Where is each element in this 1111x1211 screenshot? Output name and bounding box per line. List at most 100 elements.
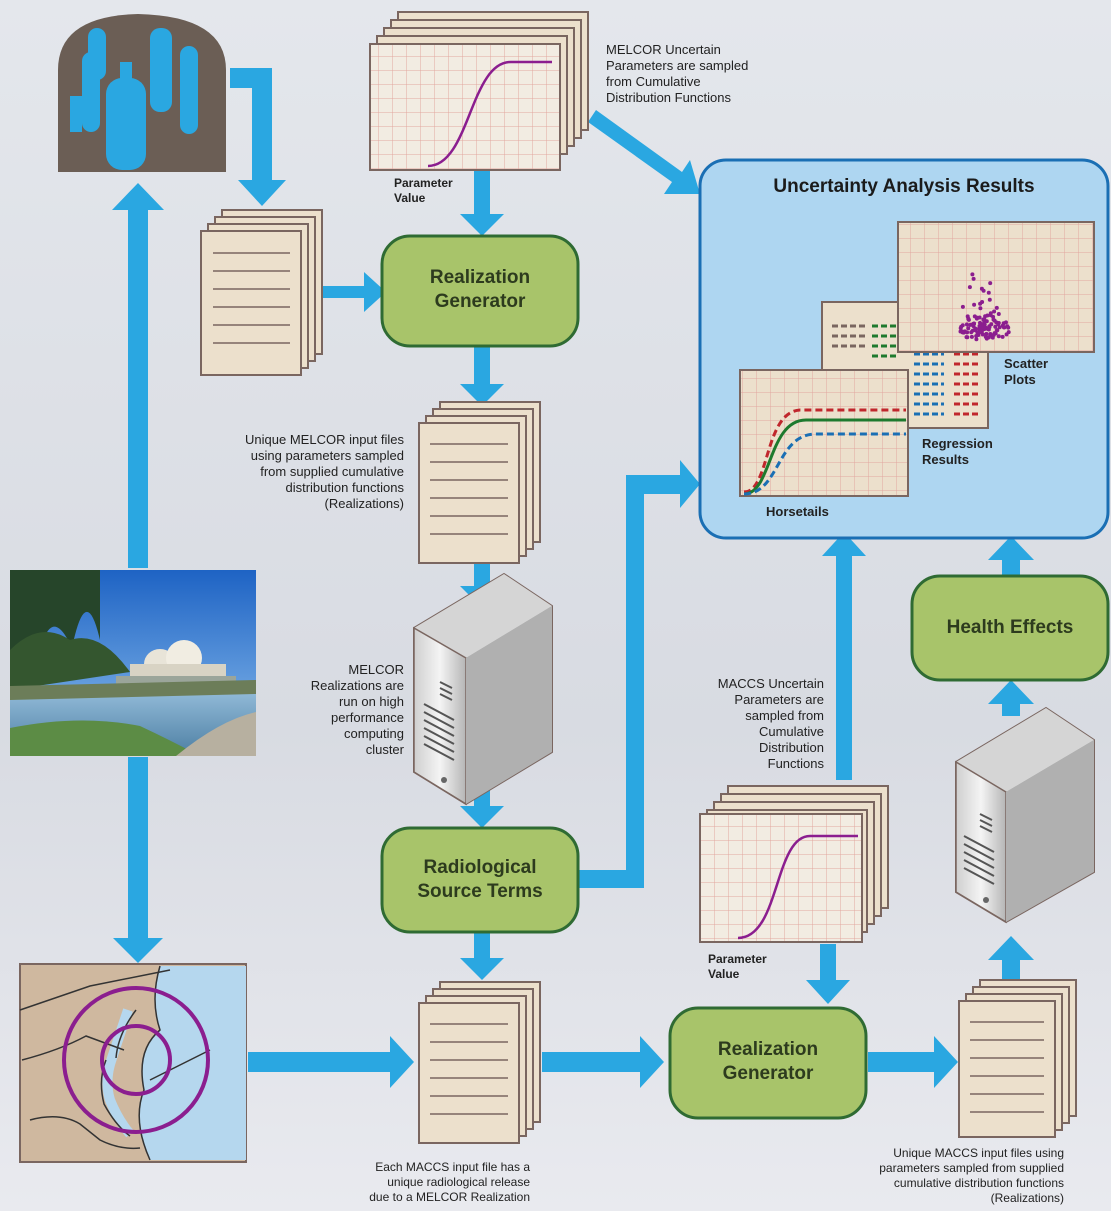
maccs-input-files-stack [418, 981, 541, 1144]
realization-generator-bottom-box [668, 1006, 868, 1120]
scatter-dot [971, 276, 976, 281]
scatter-dot [982, 317, 987, 322]
scatter-dot [994, 328, 999, 333]
scatter-plots-label: Scatter Plots [1004, 356, 1049, 387]
maccs-uncertain-label: MACCS Uncertain Parameters are sampled f… [717, 676, 824, 771]
uncertainty-results-panel [698, 158, 1110, 540]
arrow-health-to-results [988, 536, 1034, 578]
scatter-dot [996, 322, 1001, 327]
arrow-containment-to-input [230, 68, 286, 206]
arrow-source-to-bottom-docs [460, 932, 504, 980]
cdf-curve-top [427, 60, 552, 168]
scatter-dot [996, 334, 1001, 339]
scatter-dot [994, 305, 999, 310]
scatter-dot [972, 302, 977, 307]
scatter-dot [960, 330, 965, 335]
results-panel-title: Uncertainty Analysis Results [773, 176, 1035, 197]
regression-results-label: Regression Results [922, 436, 993, 467]
scatter-dot [978, 306, 983, 311]
scatter-dot [991, 317, 996, 322]
scatter-dot [983, 334, 988, 339]
node-boxes [380, 234, 1110, 1120]
unique-maccs-inputs-label: Unique MACCS input files using parameter… [879, 1146, 1064, 1205]
arrow-server-to-health [988, 680, 1034, 716]
arrow-server-to-source [460, 780, 504, 828]
melcor-cdf-chart-stack [369, 11, 589, 171]
scatter-dot [966, 326, 971, 331]
melcor-input-deck-stack [200, 209, 323, 376]
scatter-dot [970, 272, 975, 277]
scatter-dot [979, 286, 984, 291]
arrow-maccs-docs-to-server [988, 936, 1034, 988]
scatter-dot [988, 311, 993, 316]
each-maccs-input-label: Each MACCS input file has a unique radio… [369, 1160, 530, 1204]
scatter-dot [974, 334, 979, 338]
flow-arrows [112, 68, 1034, 1088]
scatter-dot [986, 290, 991, 295]
scatter-dot [986, 335, 991, 340]
scatter-dot [973, 326, 978, 331]
melcor-computing-server [413, 572, 553, 806]
arrow-generator-to-maccs-docs [868, 1036, 958, 1088]
arrow-cdf-to-generator-bottom [806, 944, 850, 1004]
arrow-maccs-cdf-to-results [822, 532, 866, 780]
scatter-dot [964, 322, 969, 327]
scatter-dot [966, 317, 971, 322]
scatter-dot [1000, 334, 1005, 339]
scatter-dot [1004, 332, 1009, 337]
scatter-dot [993, 324, 998, 329]
scatter-dots [958, 272, 1011, 342]
scatter-dot [972, 314, 977, 319]
scatter-dot [960, 304, 965, 309]
scatter-dot [969, 330, 974, 335]
realization-generator-top-box [380, 234, 580, 348]
radiological-source-terms-label: Radiological Source Terms [417, 857, 543, 902]
arrow-map-to-docs [248, 1036, 414, 1088]
scatter-dot [984, 331, 989, 336]
maccs-cdf-chart-stack [699, 785, 889, 943]
scatter-dot [1000, 323, 1005, 328]
scatter-dot [997, 325, 1002, 330]
parameter-value-top-label: Parameter Value [394, 176, 453, 205]
scatter-dot [982, 325, 987, 330]
emergency-zone-map [19, 963, 247, 1163]
arrow-source-to-results [578, 460, 700, 888]
arrow-photo-to-map [113, 757, 163, 963]
scatter-dot [977, 324, 982, 328]
melcor-realizations-run-label: MELCOR Realizations are run on high perf… [310, 662, 404, 757]
scatter-dot [959, 324, 964, 329]
scatter-dot [980, 332, 985, 337]
realization-generator-top-label: Realization Generator [429, 267, 531, 312]
health-effects-label: Health Effects [946, 617, 1074, 638]
scatter-dot [974, 337, 979, 342]
maccs-realization-files-stack [958, 979, 1077, 1138]
scatter-dot [992, 309, 997, 314]
scatter-dot [988, 332, 993, 336]
scatter-dot [967, 285, 972, 290]
arrow-docs-to-generator [322, 272, 386, 312]
scatter-dot [965, 330, 970, 335]
cdf-curve-bottom [737, 834, 858, 940]
scatter-dot [991, 333, 996, 337]
arrow-generator-to-docs [460, 344, 504, 406]
containment-building [58, 14, 226, 172]
scatter-dot [988, 281, 993, 286]
arrow-photo-to-containment [112, 183, 164, 568]
scatter-dot [975, 330, 980, 335]
realization-generator-bottom-label: Realization Generator [717, 1039, 819, 1084]
nuclear-plant-photo [10, 570, 256, 756]
maccs-computing-server [955, 706, 1095, 924]
scatter-dot [987, 325, 992, 330]
arrow-cdf-to-results [588, 110, 700, 194]
radiological-source-terms-box [380, 826, 580, 934]
scatter-dot [965, 335, 970, 340]
scatter-dot [978, 301, 983, 306]
health-effects-box [910, 574, 1110, 682]
melcor-uncertain-label: MELCOR Uncertain Parameters are sampled … [606, 42, 749, 105]
horsetails-label: Horsetails [766, 504, 829, 519]
melcor-realization-files-stack [418, 401, 541, 564]
scatter-dot [977, 315, 982, 320]
arrow-docs-to-generator-bottom [542, 1036, 664, 1088]
scatter-dot [987, 297, 992, 302]
